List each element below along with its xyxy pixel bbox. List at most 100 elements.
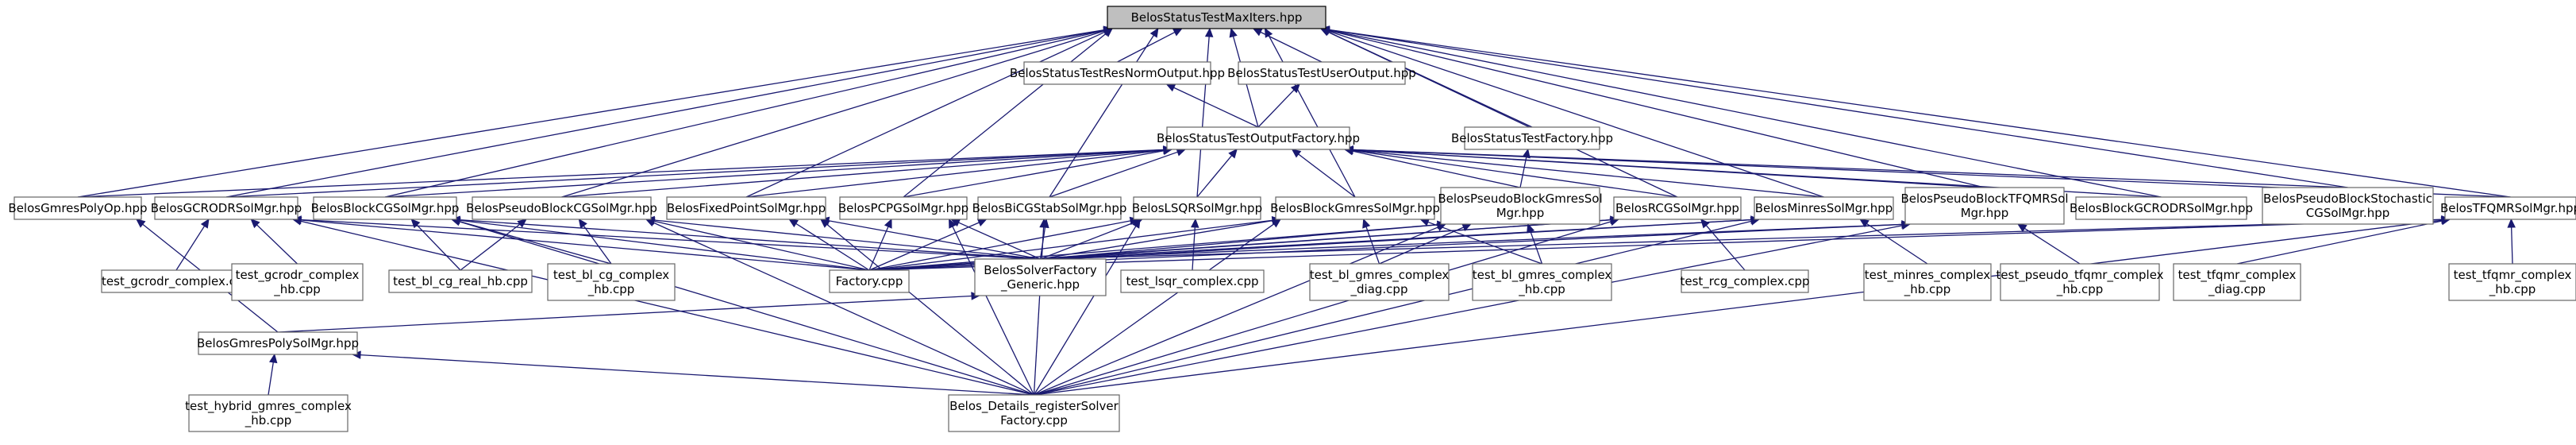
node-minres[interactable]: BelosMinresSolMgr.hpp [1754,196,1894,220]
node-label: test_tfqmr_complex [2454,268,2572,283]
node-gmrespolyop[interactable]: BelosGmresPolyOp.hpp [8,196,148,220]
node-label: BelosBiCGStabSolMgr.hpp [972,201,1127,215]
node-label: test_gcrodr_complex.cpp [102,274,251,289]
node-bicgstab[interactable]: BelosBiCGStabSolMgr.hpp [972,196,1127,220]
node-label: _Generic.hpp [1000,277,1080,292]
node-label: _hb.cpp [2489,282,2536,297]
node-label: BelosMinresSolMgr.hpp [1755,201,1893,215]
node-box [472,196,652,220]
node-box [1166,126,1350,150]
node-pseudoblockcg[interactable]: BelosPseudoBlockCGSolMgr.hpp [466,196,657,220]
node-label: test_bl_gmres_complex [1473,268,1612,283]
node-label: BelosGmresPolySolMgr.hpp [197,336,359,350]
edge-pseudoblocktfqmr-to-testmaxiters [1319,26,1985,188]
edge-test_bl_gmres_complex_hb-to-pseudoblockgmres [1527,222,1543,265]
node-box [1754,196,1894,220]
node-label: test_bl_gmres_complex [1310,268,1450,283]
edge-details_register-to-gcrodr [291,217,1034,396]
node-label: BelosRCGSolMgr.hpp [1615,201,1739,215]
edge-pcpg-to-testmaxiters [903,28,1113,198]
edge-pseudoblockcg-to-testmaxiters [561,27,1114,198]
edge-lsqr-to-outputfactory [1196,149,1238,198]
node-blockgmres[interactable]: BelosBlockGmresSolMgr.hpp [1270,196,1440,220]
node-box [977,196,1122,220]
node-box [2173,263,2301,301]
node-test_pseudo_tfqmr_complex_hb[interactable]: test_pseudo_tfqmr_complex_hb.cpp [1996,263,2164,301]
node-useroutput[interactable]: BelosStatusTestUserOutput.hpp [1227,61,1416,85]
node-box [2075,196,2247,220]
node-test_gcrodr_complex[interactable]: test_gcrodr_complex.cpp [101,269,252,293]
node-test_bl_cg_real_hb[interactable]: test_bl_cg_real_hb.cpp [388,269,533,293]
node-box [948,394,1120,432]
edge-test_bl_cg_real_hb-to-pseudoblockcg [460,219,527,271]
node-box [1613,196,1742,220]
node-test_bl_gmres_complex_hb[interactable]: test_bl_gmres_complex_hb.cpp [1472,263,1612,301]
node-box [154,196,298,220]
node-label: BelosStatusTestMaxIters.hpp [1131,10,1303,25]
node-blockgcrodr[interactable]: BelosBlockGCRODRSolMgr.hpp [2070,196,2253,220]
node-resnorm[interactable]: BelosStatusTestResNormOutput.hpp [1010,61,1225,85]
nodes-layer: BelosStatusTestMaxIters.hppBelosStatusTe… [8,6,2576,432]
node-label: _hb.cpp [587,282,635,297]
edge-blockcg-to-outputfactory [384,145,1173,198]
node-label: BelosPCPGSolMgr.hpp [838,201,968,215]
node-test_rcg_complex[interactable]: test_rcg_complex.cpp [1680,269,1810,293]
node-test_bl_cg_complex_hb[interactable]: test_bl_cg_complex_hb.cpp [547,263,676,301]
node-box [1904,187,2065,225]
node-box [1863,263,1992,301]
edge-outputfactory-to-useroutput [1257,83,1300,128]
node-rcg[interactable]: BelosRCGSolMgr.hpp [1613,196,1742,220]
edge-details_register-to-rcg [1034,217,1620,396]
edge-details_register-to-bicgstab [1033,218,1048,396]
node-blockcg[interactable]: BelosBlockCGSolMgr.hpp [311,196,460,220]
node-factory[interactable]: Factory.cpp [829,269,910,293]
edge-outputfactory-to-resnorm [1165,83,1259,128]
node-label: _hb.cpp [2056,282,2104,297]
node-test_tfqmr_complex_diag[interactable]: test_tfqmr_complex_diag.cpp [2173,263,2301,301]
node-label: BelosStatusTestOutputFactory.hpp [1157,131,1360,145]
node-label: BelosPseudoBlockGmresSol [1438,192,1602,206]
node-test_minres_complex_hb[interactable]: test_minres_complex_hb.cpp [1863,263,1992,301]
edge-test_bl_cg_real_hb-to-blockcg [410,219,461,271]
node-test_lsqr_complex[interactable]: test_lsqr_complex.cpp [1120,269,1265,293]
node-lsqr[interactable]: BelosLSQRSolMgr.hpp [1132,196,1262,220]
edge-details_register-to-fixedpoint [820,219,1034,396]
edge-factory-to-fixedpoint [788,219,870,271]
node-label: test_hybrid_gmres_complex [185,399,352,414]
edge-details_register-to-pcpg [949,218,1035,396]
node-outputfactory[interactable]: BelosStatusTestOutputFactory.hpp [1157,126,1360,150]
edge-gmrespolyop-to-outputfactory [77,145,1173,198]
node-label: BelosStatusTestResNormOutput.hpp [1010,66,1225,80]
edge-gmrespolyop-to-testmaxiters [77,25,1114,198]
node-tfqmr[interactable]: BelosTFQMRSolMgr.hpp [2440,196,2576,220]
node-box [188,394,348,432]
node-test_tfqmr_complex_hb[interactable]: test_tfqmr_complex_hb.cpp [2448,263,2576,301]
node-label: Belos_Details_registerSolver [949,399,1119,414]
node-pcpg[interactable]: BelosPCPGSolMgr.hpp [838,196,968,220]
node-testfactory[interactable]: BelosStatusTestFactory.hpp [1451,126,1613,150]
edge-pseudoblockgmres-to-testfactory [1519,148,1531,188]
node-label: test_bl_cg_real_hb.cpp [393,274,528,289]
edge-details_register-to-blockgmres [1034,219,1281,396]
node-test_gcrodr_complex_hb[interactable]: test_gcrodr_complex_hb.cpp [231,263,364,301]
node-label: Mgr.hpp [1961,206,2009,220]
node-label: _hb.cpp [245,413,292,428]
edge-factory-to-pseudoblockgmres [868,220,1447,271]
edge-blockgmres-to-testmaxiters [1265,27,1356,198]
node-box [547,263,676,301]
node-gcrodr[interactable]: BelosGCRODRSolMgr.hpp [151,196,302,220]
node-test_hybrid_gmres_complex_hb[interactable]: test_hybrid_gmres_complex_hb.cpp [185,394,352,432]
node-solverfactorygeneric[interactable]: BelosSolverFactory_Generic.hpp [974,258,1107,296]
node-label: BelosBlockGmresSolMgr.hpp [1270,201,1440,215]
node-gmrespolysolmgr[interactable]: BelosGmresPolySolMgr.hpp [197,331,359,355]
node-test_bl_gmres_complex_diag[interactable]: test_bl_gmres_complex_diag.cpp [1309,263,1450,301]
edge-test_gcrodr_complex-to-gcrodr [175,218,210,271]
node-box [388,269,533,293]
node-fixedpoint[interactable]: BelosFixedPointSolMgr.hpp [666,196,826,220]
edges-layer [77,25,2516,396]
node-label: BelosStatusTestUserOutput.hpp [1227,66,1416,80]
